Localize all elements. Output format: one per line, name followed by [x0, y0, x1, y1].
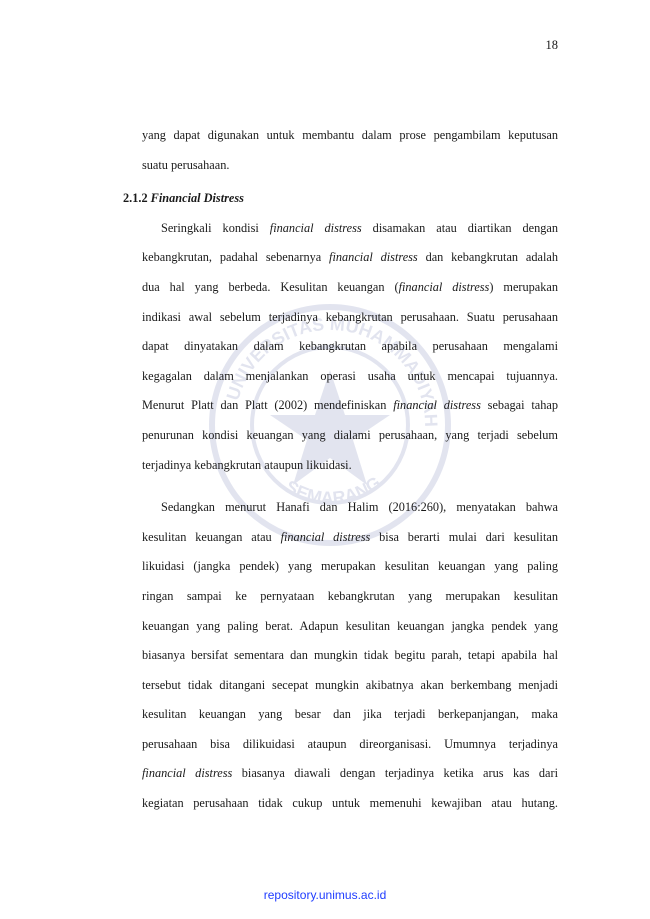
text-line: yang dapat digunakan untuk membantu dala… [142, 128, 558, 142]
paragraph-continuation: yang dapat digunakan untuk membantu dala… [142, 121, 558, 180]
text-line: terjadinya kebangkrutan ataupun likuidas… [142, 457, 352, 472]
section-number: 2.1.2 [123, 191, 148, 206]
paragraph-hanafi-halim: Sedangkan menurut Hanafi dan Halim (2016… [142, 493, 558, 819]
text-line: ringan sampai ke pernyataan kebangkrutan… [142, 588, 558, 603]
text-line: penurunan kondisi keuangan yang dialami … [142, 427, 558, 442]
text-line: biasanya bersifat sementara dan mungkin … [142, 648, 558, 663]
page-number: 18 [545, 38, 559, 52]
text-line: kesulitan keuangan atau financial distre… [142, 529, 558, 544]
text-line: perusahaan bisa dilikuidasi ataupun dire… [142, 736, 558, 751]
text-line: kesulitan keuangan yang besar dan jika t… [142, 707, 558, 722]
text-line: indikasi awal sebelum terjadinya kebangk… [142, 309, 558, 324]
text-line: likuidasi (jangka pendek) yang merupakan… [142, 559, 558, 574]
text-line: financial distress biasanya diawali deng… [142, 766, 558, 781]
text-line: Menurut Platt dan Platt (2002) mendefini… [142, 398, 558, 413]
text-line: suatu perusahaan. [142, 157, 230, 172]
text-line: tersebut tidak ditangani secepat mungkin… [142, 677, 558, 692]
page-body: yang dapat digunakan untuk membantu dala… [123, 121, 558, 819]
paragraph-financial-distress-definition: Seringkali kondisi financial distress di… [142, 214, 558, 480]
text-line: Sedangkan menurut Hanafi dan Halim (2016… [161, 500, 558, 515]
university-seal-watermark: UNIVERSITAS MUHAMMADIYAH SEMARANG [209, 304, 451, 546]
repository-link[interactable]: repository.unimus.ac.id [263, 888, 387, 902]
text-line: kegagalan dalam menjalankan operasi usah… [142, 368, 558, 383]
text-line: kegiatan perusahaan tidak cukup untuk me… [142, 796, 558, 811]
section-title: Financial Distress [150, 191, 244, 206]
text-line: keuangan yang paling berat. Adapun kesul… [142, 618, 558, 633]
section-heading: 2.1.2 Financial Distress [123, 184, 539, 214]
text-line: dapat dinyatakan dalam kebangkrutan apab… [142, 339, 558, 354]
text-line: kebangkrutan, padahal sebenarnya financi… [142, 250, 559, 265]
text-line: dua hal yang berbeda. Kesulitan keuangan… [142, 279, 559, 294]
text-line: Seringkali kondisi financial distress di… [161, 220, 558, 235]
